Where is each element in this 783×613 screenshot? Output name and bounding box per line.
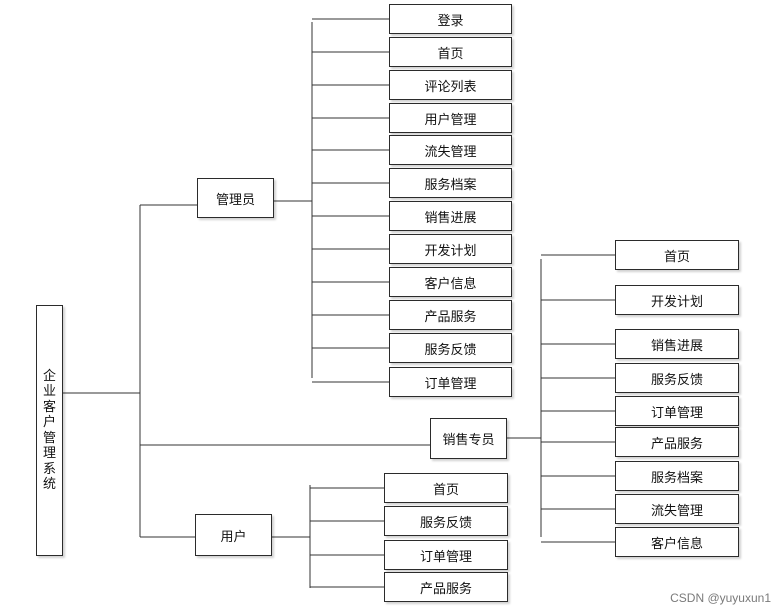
user-item-node: 订单管理 (384, 540, 508, 570)
root-label-char: 理 (42, 446, 56, 461)
role-node-user: 用户 (195, 514, 272, 556)
admin-item-node: 开发计划 (389, 234, 512, 264)
sales-item-label: 产品服务 (650, 436, 703, 452)
root-label-char: 管 (42, 430, 56, 446)
root-label-char: 系 (42, 461, 56, 477)
watermark: CSDN @yuyuxun1 (670, 591, 771, 605)
role-label-user: 用户 (220, 529, 247, 545)
root-label-char: 户 (42, 415, 56, 430)
admin-item-label: 登录 (437, 13, 464, 29)
admin-item-label: 销售进展 (424, 210, 477, 226)
sales-item-label: 首页 (663, 249, 690, 265)
sales-item-node: 首页 (615, 240, 739, 270)
admin-item-node: 服务档案 (389, 168, 512, 198)
root-label-char: 业 (42, 384, 56, 399)
sales-item-label: 销售进展 (650, 338, 703, 354)
user-item-label: 首页 (432, 482, 459, 498)
admin-item-node: 销售进展 (389, 201, 512, 231)
admin-item-label: 服务反馈 (424, 342, 477, 358)
admin-item-node: 服务反馈 (389, 333, 512, 363)
sales-item-node: 流失管理 (615, 494, 739, 524)
sales-item-node: 服务档案 (615, 461, 739, 491)
role-node-sales: 销售专员 (430, 418, 507, 459)
sales-item-node: 订单管理 (615, 396, 739, 426)
admin-item-node: 登录 (389, 4, 512, 34)
admin-item-label: 订单管理 (424, 376, 477, 392)
sales-item-label: 服务档案 (650, 470, 703, 486)
root-label-char: 企 (42, 368, 56, 384)
user-item-node: 服务反馈 (384, 506, 508, 536)
admin-item-label: 开发计划 (424, 243, 477, 259)
admin-item-label: 服务档案 (424, 177, 477, 193)
admin-item-label: 评论列表 (424, 79, 477, 95)
sales-item-label: 订单管理 (650, 405, 703, 421)
admin-item-node: 客户信息 (389, 267, 512, 297)
sales-item-node: 服务反馈 (615, 363, 739, 393)
admin-item-label: 用户管理 (424, 112, 477, 128)
root-label-char: 客 (42, 399, 56, 415)
sales-item-label: 服务反馈 (650, 372, 703, 388)
admin-item-node: 流失管理 (389, 135, 512, 165)
role-label-sales: 销售专员 (442, 433, 495, 448)
admin-item-node: 订单管理 (389, 367, 512, 397)
sales-item-label: 流失管理 (650, 503, 703, 519)
admin-item-label: 客户信息 (424, 276, 477, 292)
user-item-label: 服务反馈 (419, 515, 472, 531)
root-label-char: 统 (42, 477, 56, 492)
sales-item-node: 开发计划 (615, 285, 739, 315)
user-item-node: 产品服务 (384, 572, 508, 602)
role-label-admin: 管理员 (215, 192, 255, 208)
admin-item-label: 流失管理 (424, 144, 477, 160)
user-item-label: 产品服务 (419, 581, 472, 597)
user-item-label: 订单管理 (419, 549, 472, 565)
sales-item-node: 产品服务 (615, 427, 739, 457)
sales-item-label: 客户信息 (650, 536, 703, 552)
role-node-admin: 管理员 (197, 178, 274, 218)
admin-item-node: 评论列表 (389, 70, 512, 100)
sales-item-node: 客户信息 (615, 527, 739, 557)
admin-item-label: 产品服务 (424, 309, 477, 325)
admin-item-node: 首页 (389, 37, 512, 67)
sales-item-label: 开发计划 (650, 294, 703, 310)
root-node-system: 企业客户管理系统 (36, 305, 63, 556)
sales-item-node: 销售进展 (615, 329, 739, 359)
admin-item-label: 首页 (437, 46, 464, 62)
user-item-node: 首页 (384, 473, 508, 503)
admin-item-node: 产品服务 (389, 300, 512, 330)
admin-item-node: 用户管理 (389, 103, 512, 133)
